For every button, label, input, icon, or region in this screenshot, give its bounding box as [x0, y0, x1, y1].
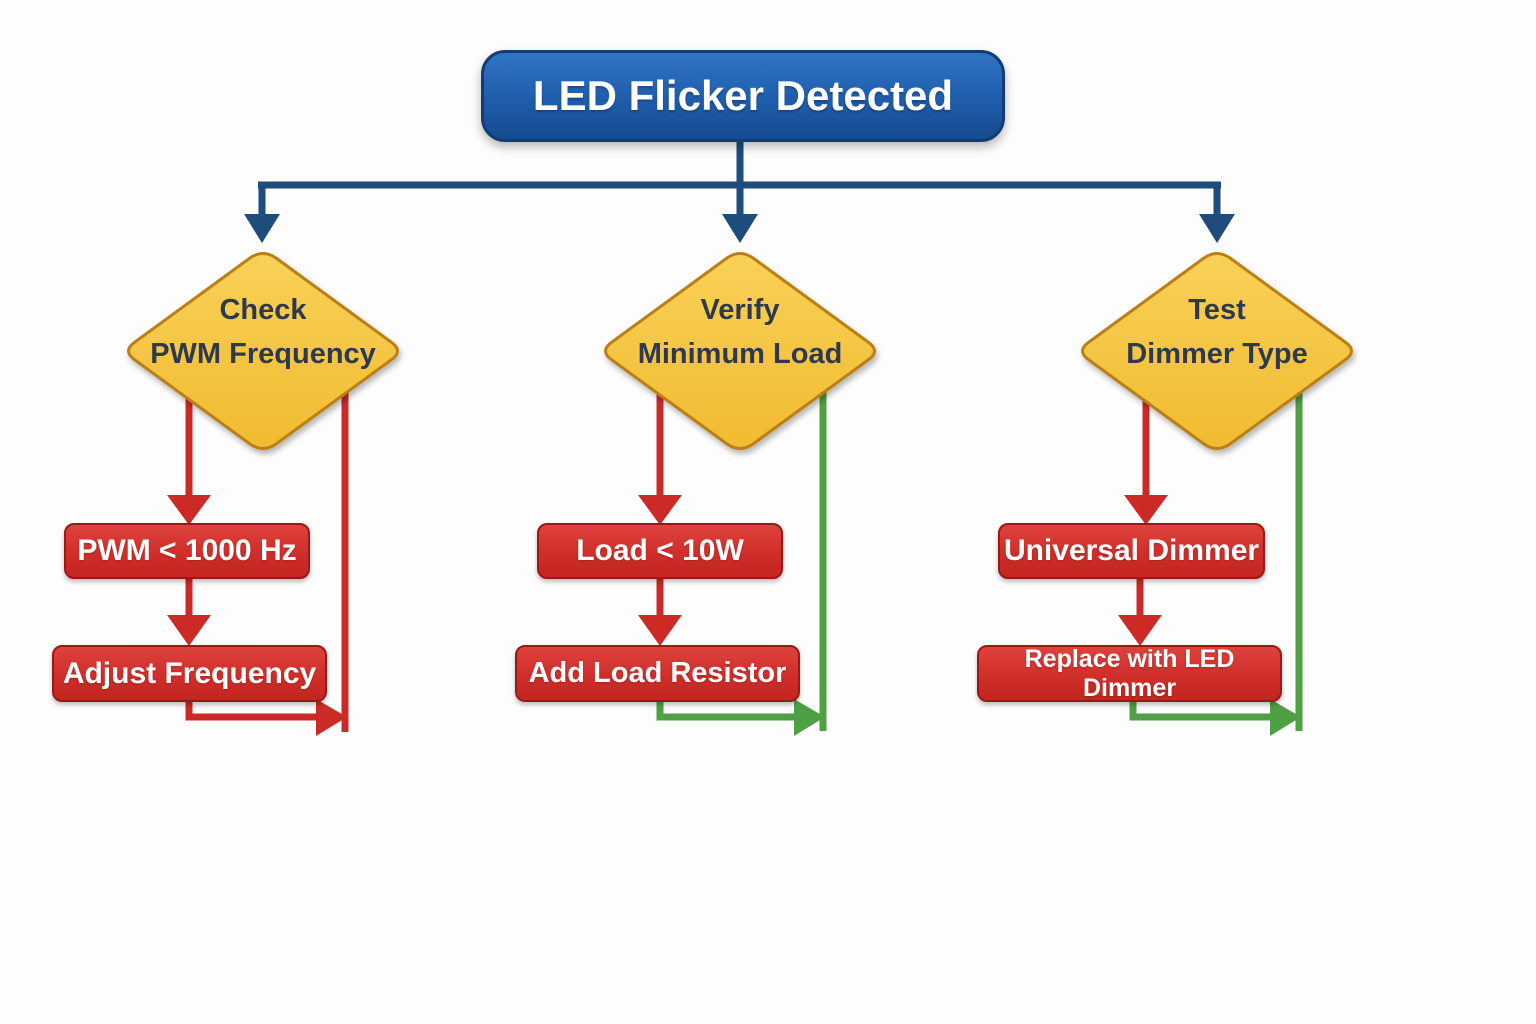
decision-label-check-pwm: Check PWM Frequency	[123, 288, 403, 376]
col1-loop-arrowhead	[316, 699, 347, 736]
decision-diamond-3	[1081, 252, 1353, 450]
root-node: LED Flicker Detected	[481, 50, 1005, 142]
condition-box-load: Load < 10W	[537, 523, 783, 579]
col1-condition-arrowhead	[167, 495, 211, 525]
branch-arrowhead-right	[1199, 214, 1235, 243]
col1-loop-elbow	[185, 700, 318, 721]
col2-loop-elbow	[656, 700, 796, 721]
decision-label-test-dimmer: Test Dimmer Type	[1077, 288, 1357, 376]
action-box-add-load-resistor: Add Load Resistor	[515, 645, 800, 702]
decision-3-line1: Test	[1188, 294, 1246, 326]
decision-diamond-2	[604, 252, 876, 450]
branch-arrowhead-center	[722, 214, 758, 243]
branch-arrowhead-left	[244, 214, 280, 243]
col3-condition-arrowhead	[1124, 495, 1168, 525]
decision-2-line1: Verify	[700, 294, 780, 326]
decision-1-line1: Check	[219, 294, 307, 326]
col2-loop-arrowhead	[794, 699, 825, 736]
decision-2-line2: Minimum Load	[637, 338, 843, 370]
col2-condition-arrowhead	[638, 495, 682, 525]
condition-box-dimmer: Universal Dimmer	[998, 523, 1265, 579]
col3-action-arrowhead	[1118, 615, 1162, 646]
col1-action-arrowhead	[167, 615, 211, 646]
col3-loop-elbow	[1129, 700, 1272, 721]
action-box-replace-dimmer: Replace with LED Dimmer	[977, 645, 1282, 702]
decision-3-line2: Dimmer Type	[1126, 338, 1308, 370]
root-node-label: LED Flicker Detected	[532, 72, 954, 119]
action-box-adjust-frequency: Adjust Frequency	[52, 645, 327, 702]
col2-action-arrowhead	[638, 615, 682, 646]
decision-label-verify-load: Verify Minimum Load	[600, 288, 880, 376]
condition-box-pwm: PWM < 1000 Hz	[64, 523, 310, 579]
col3-loop-arrowhead	[1270, 699, 1301, 736]
decision-diamond-1	[127, 252, 399, 450]
decision-1-line2: PWM Frequency	[150, 338, 376, 370]
